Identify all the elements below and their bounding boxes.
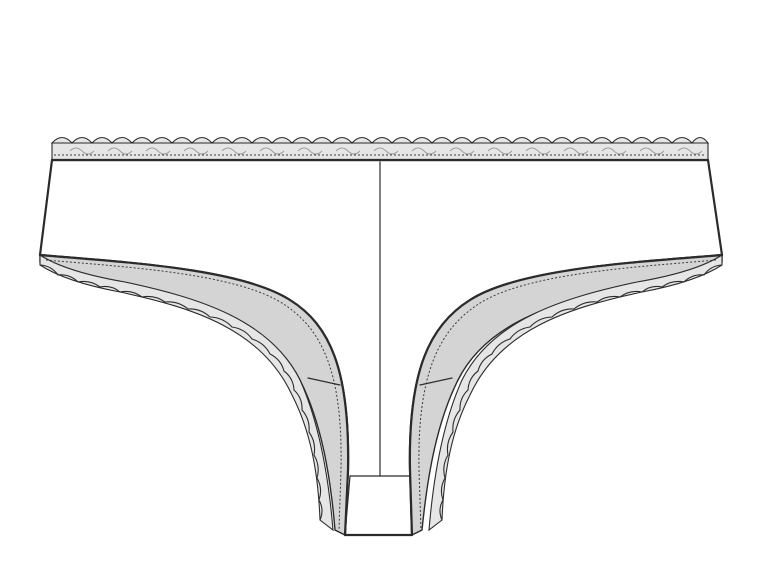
- lace-motif: [297, 147, 323, 155]
- leg-lace-scallops: [39, 264, 723, 521]
- left-leg-scallop-edge: [39, 264, 323, 521]
- lace-motif: [677, 147, 703, 155]
- lace-motif: [487, 147, 513, 155]
- lace-motif: [373, 147, 399, 155]
- gusset: [344, 475, 413, 536]
- garment-body: [38, 158, 724, 537]
- lace-motif: [335, 147, 361, 155]
- right-leg-stitch: [418, 259, 717, 531]
- lace-motif: [411, 147, 437, 155]
- lace-motif: [563, 147, 589, 155]
- lace-motif: [221, 147, 247, 155]
- waistband-scallop-edge: [50, 136, 710, 144]
- lace-motif: [639, 147, 665, 155]
- left-leg-stitch: [45, 259, 342, 531]
- right-leg-binding: [408, 253, 724, 537]
- lace-motif: [601, 147, 627, 155]
- right-lining-seam: [419, 377, 453, 386]
- lace-motif: [69, 147, 95, 155]
- lace-motif: [107, 147, 133, 155]
- left-lining-seam: [307, 377, 341, 386]
- right-leg-scallop-edge: [439, 264, 723, 521]
- left-leg-lace: [39, 253, 334, 532]
- lace-motif: [145, 147, 171, 155]
- right-leg-lace: [428, 253, 723, 532]
- lace-motif: [525, 147, 551, 155]
- lace-motif: [183, 147, 209, 155]
- lace-waistband: [51, 142, 709, 161]
- left-leg-binding: [38, 253, 350, 537]
- lace-motif: [259, 147, 285, 155]
- lace-motif: [449, 147, 475, 155]
- waistband-scallops: [50, 136, 710, 155]
